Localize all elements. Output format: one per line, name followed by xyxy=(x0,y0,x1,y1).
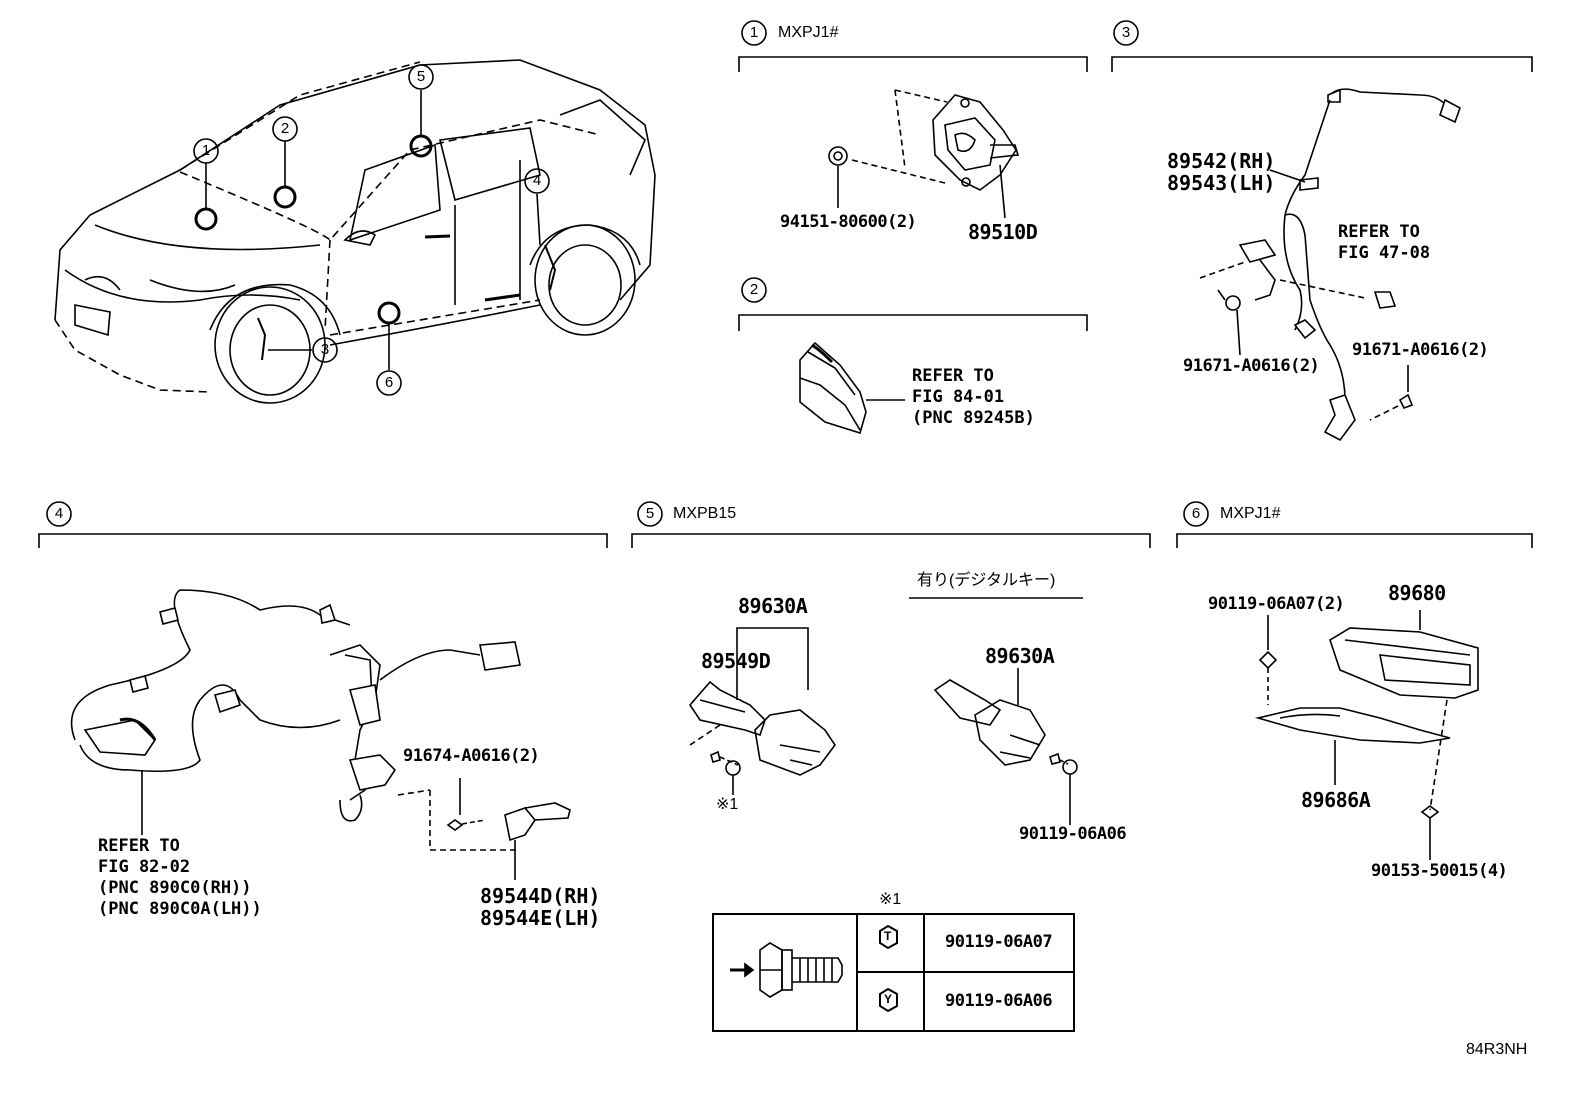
part-89680[interactable]: 89680 xyxy=(1388,581,1446,605)
part-94151-80600[interactable]: 94151-80600(2) xyxy=(780,212,917,232)
section5-number: 5 xyxy=(645,505,655,522)
option-label-digital-key: 有り(デジタルキー) xyxy=(917,572,1056,589)
section4-parts xyxy=(70,589,571,880)
note-table-frame xyxy=(712,913,1075,1032)
part-89630A[interactable]: 89630A xyxy=(738,594,808,618)
part-90153-50015[interactable]: 90153-50015(4) xyxy=(1371,861,1508,881)
callout-4[interactable]: 4 xyxy=(532,172,542,189)
vehicle-overview xyxy=(54,59,656,404)
section6-model: MXPJ1# xyxy=(1220,505,1281,522)
section2-reference[interactable]: REFER TO FIG 84-01 (PNC 89245B) xyxy=(912,366,1035,428)
section1-model: MXPJ1# xyxy=(778,24,839,41)
callout-5[interactable]: 5 xyxy=(416,68,426,85)
callout-3[interactable]: 3 xyxy=(320,341,330,358)
section2-parts xyxy=(799,341,905,435)
part-89686A[interactable]: 89686A xyxy=(1301,788,1371,812)
part-89630A-digital-key[interactable]: 89630A xyxy=(985,644,1055,668)
section6-number: 6 xyxy=(1191,505,1201,522)
section5-parts xyxy=(688,597,1083,825)
section2-number: 2 xyxy=(749,281,759,298)
section5-model: MXPB15 xyxy=(673,505,737,522)
mark-T-label: T xyxy=(884,929,892,943)
section1-parts xyxy=(828,89,1020,219)
section3-reference[interactable]: REFER TO FIG 47-08 xyxy=(1338,222,1431,263)
note-mark-1: ※1 xyxy=(716,796,739,813)
part-89549D[interactable]: 89549D xyxy=(701,649,771,673)
callout-2[interactable]: 2 xyxy=(280,120,290,137)
section4-number: 4 xyxy=(54,505,64,522)
part-89510D[interactable]: 89510D xyxy=(968,220,1038,244)
section-brackets xyxy=(38,20,1533,548)
figure-code: 84R3NH xyxy=(1466,1041,1528,1058)
part-89542-89543[interactable]: 89542(RH) 89543(LH) xyxy=(1167,149,1276,195)
part-90119-06A06[interactable]: 90119-06A06 xyxy=(1019,824,1127,844)
part-90119-06A07[interactable]: 90119-06A07(2) xyxy=(1208,594,1345,614)
note-table-title: ※1 xyxy=(879,891,902,908)
note-part-90119-06A06[interactable]: 90119-06A06 xyxy=(945,991,1053,1011)
section3-parts xyxy=(1199,88,1461,442)
callout-1[interactable]: 1 xyxy=(201,142,211,159)
mark-Y-label: Y xyxy=(884,992,893,1006)
part-91674-A0616[interactable]: 91674-A0616(2) xyxy=(403,746,540,766)
section1-number: 1 xyxy=(749,24,759,41)
part-89544D-89544E[interactable]: 89544D(RH) 89544E(LH) xyxy=(480,884,601,930)
section3-number: 3 xyxy=(1121,24,1131,41)
note-part-90119-06A07[interactable]: 90119-06A07 xyxy=(945,932,1053,952)
callout-6[interactable]: 6 xyxy=(384,374,394,391)
section4-reference[interactable]: REFER TO FIG 82-02 (PNC 890C0(RH)) (PNC … xyxy=(98,836,262,919)
part-91671-A0616-a[interactable]: 91671-A0616(2) xyxy=(1183,356,1320,376)
part-91671-A0616-b[interactable]: 91671-A0616(2) xyxy=(1352,340,1489,360)
section6-parts xyxy=(1254,610,1479,860)
